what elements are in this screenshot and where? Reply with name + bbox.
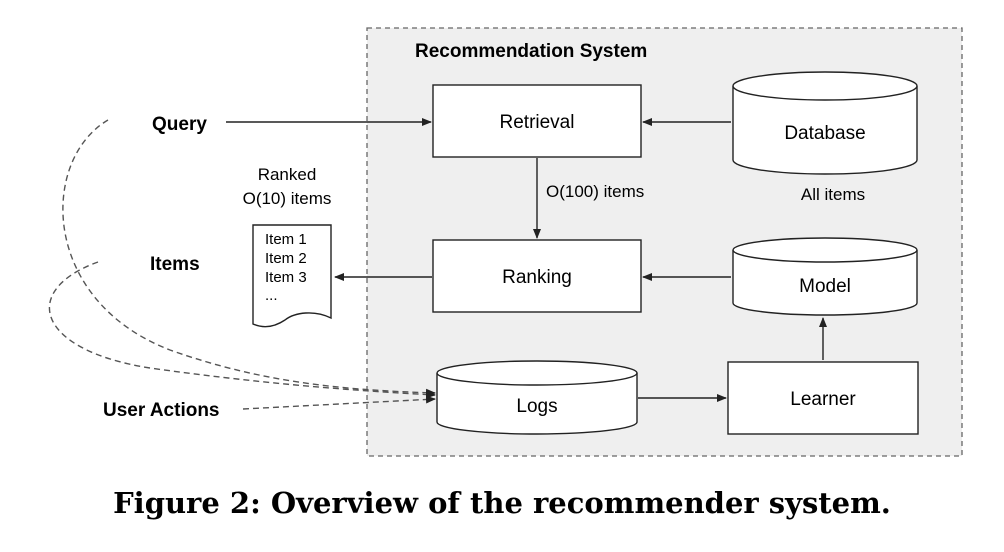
user-actions-to-logs-arrow: [242, 395, 436, 410]
retrieval-label: Retrieval: [500, 112, 575, 133]
system-title: Recommendation System: [415, 41, 647, 62]
database-cylinder: [732, 71, 918, 175]
items-to-logs-dashed-arrow: [48, 261, 436, 399]
model-label: Model: [799, 276, 851, 297]
ranked-list-document: [252, 224, 332, 328]
items-label: Items: [150, 254, 200, 275]
database-label: Database: [784, 123, 865, 144]
user-actions-label: User Actions: [103, 400, 220, 421]
logs-label: Logs: [516, 396, 557, 417]
logs-cylinder: [436, 360, 638, 435]
figure-caption: Figure 2: Overview of the recommender sy…: [113, 486, 891, 520]
database-caption: All items: [801, 185, 865, 204]
ranked-list-item-2: Item 2: [265, 250, 307, 267]
ranked-caption-line2: O(10) items: [243, 189, 332, 208]
learner-label: Learner: [790, 389, 856, 410]
ranked-caption-line1: Ranked: [258, 165, 317, 184]
retrieval-box: [432, 84, 642, 158]
model-cylinder: [732, 237, 918, 316]
query-to-logs-dashed-arrow: [62, 119, 436, 397]
ranked-list-item-more: ...: [265, 287, 278, 304]
query-label: Query: [152, 114, 207, 135]
ranked-list-item-3: Item 3: [265, 269, 307, 286]
ranking-label: Ranking: [502, 267, 572, 288]
ranking-box: [432, 239, 642, 313]
learner-box: [727, 361, 919, 435]
retrieval-output-label: O(100) items: [546, 182, 644, 201]
ranked-list-item-1: Item 1: [265, 231, 307, 248]
